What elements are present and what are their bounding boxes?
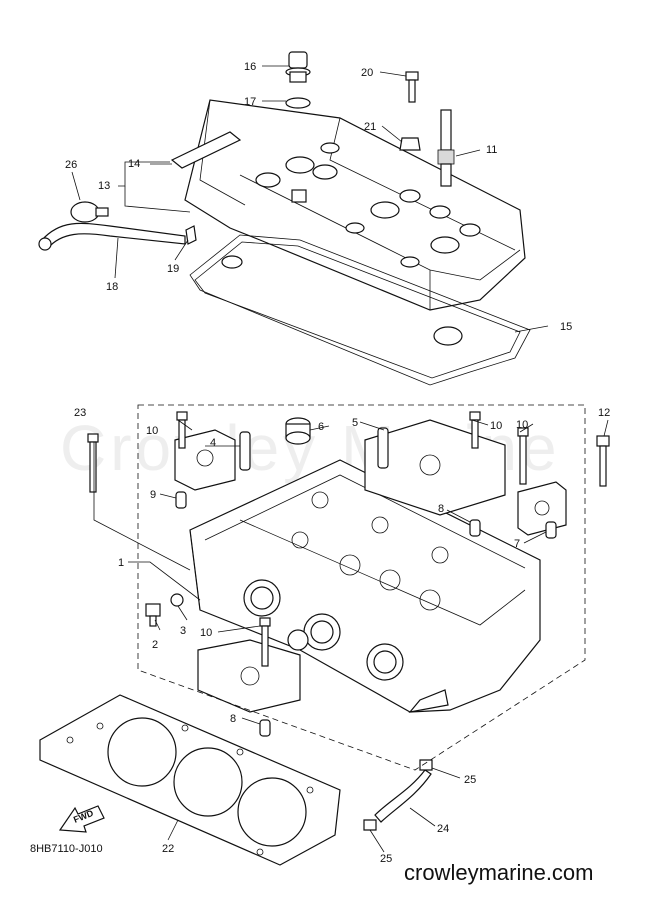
part-label-10c: 10 bbox=[516, 419, 528, 431]
cylinder-head-cover bbox=[184, 99, 526, 311]
part-label-5: 5 bbox=[352, 417, 358, 429]
cap-bolt bbox=[517, 427, 529, 485]
part-label-14: 14 bbox=[128, 158, 140, 170]
part-label-25b: 25 bbox=[380, 853, 392, 865]
union-bolt bbox=[145, 603, 161, 627]
camshaft-cap bbox=[197, 639, 301, 713]
part-label-24: 24 bbox=[437, 823, 449, 835]
spark-plug bbox=[437, 109, 455, 187]
dowel-pin bbox=[469, 519, 481, 537]
cap-bolt bbox=[469, 411, 481, 449]
head-bolt bbox=[87, 433, 99, 493]
cover-bolt bbox=[405, 71, 419, 103]
part-label-18: 18 bbox=[106, 281, 118, 293]
part-label-2: 2 bbox=[152, 639, 158, 651]
part-label-12: 12 bbox=[598, 407, 610, 419]
part-label-3: 3 bbox=[180, 625, 186, 637]
part-label-19: 19 bbox=[167, 263, 179, 275]
water-hose bbox=[374, 769, 432, 823]
part-label-13: 13 bbox=[98, 180, 110, 192]
part-label-11: 11 bbox=[486, 144, 497, 156]
camshaft-cap bbox=[174, 429, 236, 491]
hose-clip bbox=[363, 819, 377, 831]
camshaft-cap bbox=[517, 481, 567, 536]
breather-hose bbox=[38, 222, 186, 251]
dowel-pin bbox=[545, 521, 557, 539]
head-cover-gasket bbox=[189, 234, 531, 386]
leader-lines bbox=[71, 65, 609, 853]
hose-clamp bbox=[70, 201, 109, 223]
part-label-6: 6 bbox=[318, 421, 324, 433]
part-label-10a: 10 bbox=[146, 425, 158, 437]
part-label-1: 1 bbox=[118, 557, 124, 569]
part-label-8b: 8 bbox=[230, 713, 236, 725]
valve-guide bbox=[239, 431, 251, 471]
part-label-26: 26 bbox=[65, 159, 77, 171]
part-label-8a: 8 bbox=[438, 503, 444, 515]
drawing-code: 8HB7110-J010 bbox=[30, 843, 103, 855]
dowel-pin bbox=[175, 491, 187, 509]
part-label-10d: 10 bbox=[200, 627, 212, 639]
head-bolt bbox=[596, 435, 610, 487]
hose-clip bbox=[185, 225, 197, 245]
cylinder-head bbox=[189, 459, 541, 713]
part-labels: 1 2 3 4 5 6 7 8 8 9 10 10 10 10 11 12 13… bbox=[65, 61, 610, 865]
part-label-17: 17 bbox=[244, 96, 256, 108]
part-label-7: 7 bbox=[514, 538, 520, 550]
assembly-group-boundary bbox=[137, 404, 586, 771]
part-label-9: 9 bbox=[150, 489, 156, 501]
grommet bbox=[399, 137, 421, 151]
o-ring bbox=[285, 97, 311, 109]
part-label-15: 15 bbox=[560, 321, 572, 333]
cap-bolt bbox=[176, 411, 188, 449]
part-label-21: 21 bbox=[364, 121, 376, 133]
hose-clip bbox=[419, 759, 433, 771]
part-label-22: 22 bbox=[162, 843, 174, 855]
washer bbox=[170, 593, 184, 607]
valve-guide bbox=[377, 427, 389, 469]
plug bbox=[285, 417, 311, 445]
part-label-25a: 25 bbox=[464, 774, 476, 786]
part-label-10b: 10 bbox=[490, 420, 502, 432]
oil-filler-cap bbox=[285, 51, 311, 83]
fwd-arrow: FWD bbox=[58, 805, 105, 833]
part-label-23: 23 bbox=[74, 407, 86, 419]
cap-bolt bbox=[259, 617, 271, 667]
part-label-20: 20 bbox=[361, 67, 373, 79]
part-label-4: 4 bbox=[210, 437, 216, 449]
dowel-pin bbox=[259, 719, 271, 737]
bracket bbox=[170, 131, 242, 169]
camshaft-cap bbox=[364, 419, 506, 516]
head-gasket bbox=[39, 694, 341, 866]
website-url: crowleymarine.com bbox=[404, 860, 594, 885]
part-label-16: 16 bbox=[244, 61, 256, 73]
